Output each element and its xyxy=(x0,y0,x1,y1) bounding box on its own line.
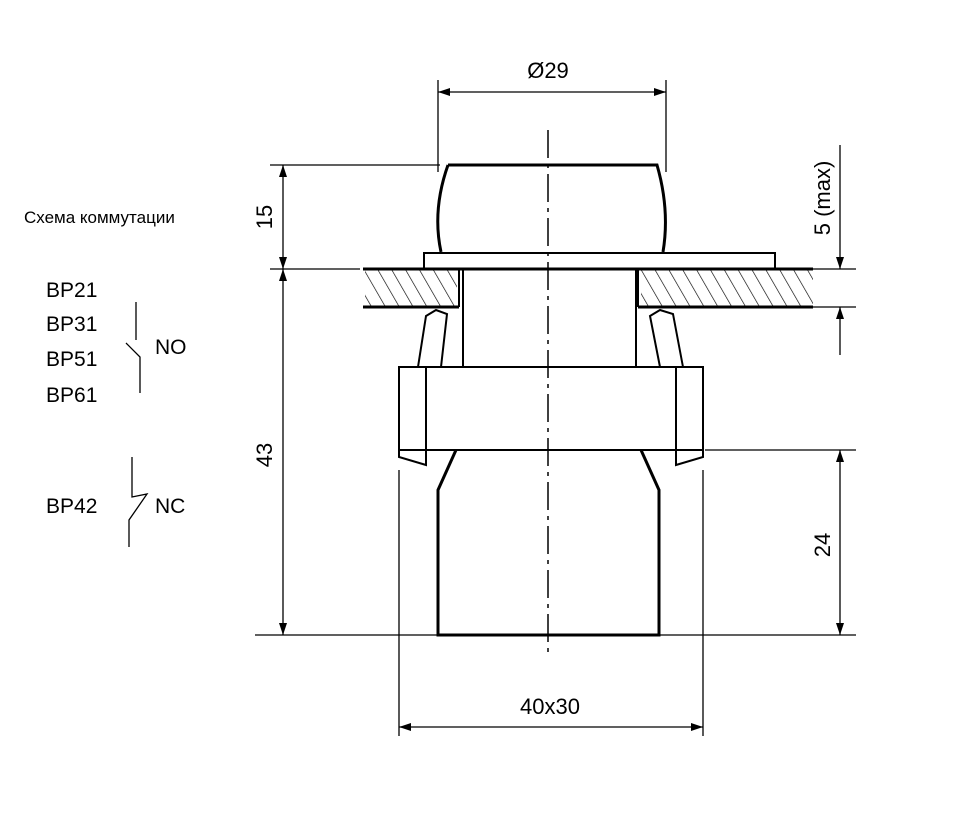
contact-block xyxy=(398,366,704,451)
no-contact-label: NO xyxy=(155,336,187,359)
block-tabs xyxy=(398,367,704,467)
no-contact-symbol xyxy=(125,302,141,393)
lower-body xyxy=(436,449,661,637)
dim-base-label: 40x30 xyxy=(520,694,580,719)
model-label: BP31 xyxy=(46,313,97,336)
panel-section-right xyxy=(641,270,813,307)
dim-lower-height-label: 24 xyxy=(810,533,835,557)
dim-extension xyxy=(813,268,856,308)
stem xyxy=(462,268,637,368)
model-label: BP61 xyxy=(46,384,97,407)
switching-scheme-title: Схема коммутации xyxy=(24,208,175,227)
dim-cap-height-label: 15 xyxy=(252,205,277,229)
nc-contact-symbol xyxy=(128,457,149,547)
dim-panel-thickness-label: 5 (max) xyxy=(810,161,835,236)
cap-flange xyxy=(423,252,776,270)
panel-section-left xyxy=(365,270,457,307)
clip-left xyxy=(417,308,449,368)
model-label: BP51 xyxy=(46,348,97,371)
dim-body-height-label: 43 xyxy=(252,443,277,467)
dim-extension xyxy=(437,80,667,172)
dim-extension xyxy=(398,470,704,736)
nc-contact-label: NC xyxy=(155,495,185,518)
panel-hole xyxy=(458,269,639,307)
button-cap xyxy=(436,163,667,253)
dim-extension xyxy=(660,449,856,636)
model-label: BP21 xyxy=(46,279,97,302)
clip-right xyxy=(648,308,684,368)
dim-diameter-label: Ø29 xyxy=(527,58,569,83)
model-label: BP42 xyxy=(46,495,97,518)
